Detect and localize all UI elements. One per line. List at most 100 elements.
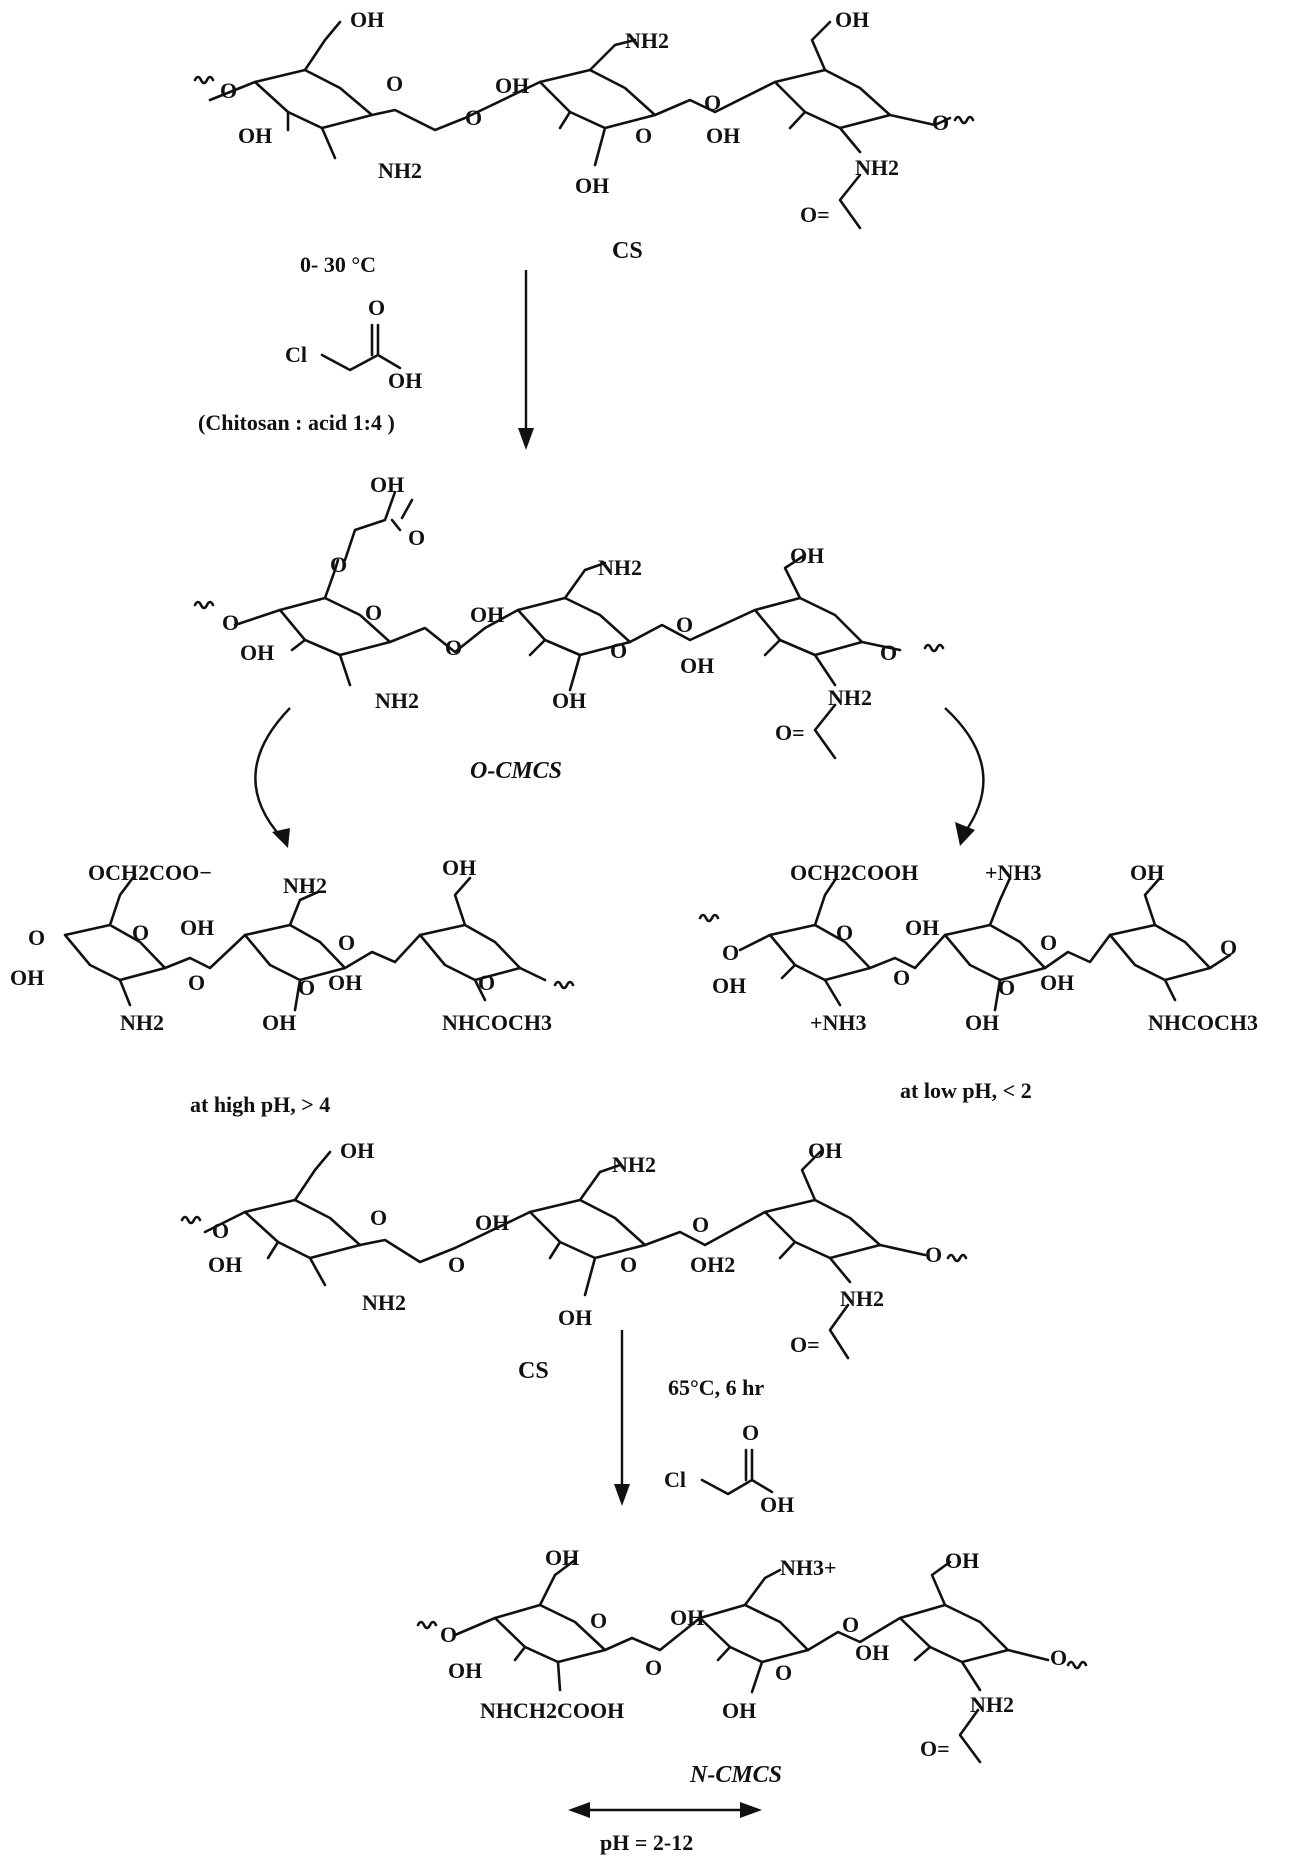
step1-conditions: 0- 30 °C Cl O OH (Chitosan : acid 1:4 ) <box>198 252 422 435</box>
atom-label: OH <box>475 1210 509 1235</box>
atom-label: O <box>676 612 693 637</box>
atom-label: O <box>1050 1645 1067 1670</box>
atom-label: OH <box>558 1305 592 1330</box>
atom-label: O <box>1040 930 1057 955</box>
ph-range-double-arrow <box>568 1802 762 1818</box>
atom-label: OH <box>706 123 740 148</box>
atom-label: NH2 <box>612 1152 656 1177</box>
atom-label: O <box>932 110 949 135</box>
atom-label: NH3+ <box>780 1555 837 1580</box>
atom-label: OH <box>808 1138 842 1163</box>
atom-label: O <box>408 525 425 550</box>
chloroacetic-acid-structure: Cl O OH <box>285 295 422 393</box>
atom-label: OH <box>760 1492 794 1517</box>
atom-label: O <box>893 965 910 990</box>
atom-label: O <box>212 1218 229 1243</box>
atom-label: NH2 <box>120 1010 164 1035</box>
atom-label: OH <box>370 472 404 497</box>
atom-label: O= <box>920 1736 950 1761</box>
atom-label: O <box>742 1420 759 1445</box>
cs-label-top: CS <box>612 238 643 264</box>
step1-ratio: (Chitosan : acid 1:4 ) <box>198 410 395 435</box>
atom-label: O <box>880 640 897 665</box>
curved-arrow-right <box>944 707 985 846</box>
atom-label: O <box>365 600 382 625</box>
atom-label: O <box>692 1212 709 1237</box>
atom-label: O <box>440 1622 457 1647</box>
n-cmcs-label: N-CMCS <box>689 1762 782 1788</box>
atom-label: O= <box>775 720 805 745</box>
atom-label: +NH3 <box>985 860 1042 885</box>
atom-label: NH2 <box>598 555 642 580</box>
atom-label: OH <box>340 1138 374 1163</box>
atom-label: Cl <box>664 1467 686 1492</box>
cs-label-middle: CS <box>518 1358 549 1384</box>
atom-label: O= <box>800 202 830 227</box>
atom-label: OH <box>722 1698 756 1723</box>
atom-label: OH <box>712 973 746 998</box>
atom-label: O <box>448 1252 465 1277</box>
atom-label: OH <box>238 123 272 148</box>
atom-label: OH <box>262 1010 296 1035</box>
atom-label: OH <box>180 915 214 940</box>
atom-label: O <box>722 940 739 965</box>
atom-label: OCH2COOH <box>790 860 918 885</box>
atom-label: O <box>298 975 315 1000</box>
curved-arrow-left <box>254 707 291 848</box>
atom-label: OH <box>680 653 714 678</box>
atom-label: O <box>590 1608 607 1633</box>
atom-label: NH2 <box>283 873 327 898</box>
atom-label: NH2 <box>970 1692 1014 1717</box>
step2-arrow <box>614 1330 630 1506</box>
atom-label: O <box>220 78 237 103</box>
atom-label: OCH2COO− <box>88 860 212 885</box>
atom-label: O <box>386 71 403 96</box>
atom-label: O <box>635 123 652 148</box>
cs-structure-top: O OH OH O NH2 O OH NH2 O OH O OH OH NH2 … <box>193 7 975 264</box>
low-ph-label: at low pH, < 2 <box>900 1078 1032 1103</box>
atom-label: OH <box>388 368 422 393</box>
atom-label: O <box>368 295 385 320</box>
atom-label: OH <box>945 1548 979 1573</box>
atom-label: O= <box>790 1332 820 1357</box>
atom-label: OH <box>448 1658 482 1683</box>
atom-label: OH <box>790 543 824 568</box>
atom-label: O <box>465 105 482 130</box>
atom-label: OH <box>350 7 384 32</box>
o-cmcs-structure: OH O O O OH O NH2 O OH NH2 O OH O OH OH … <box>193 472 945 784</box>
atom-label: OH <box>442 855 476 880</box>
atom-label: O <box>370 1205 387 1230</box>
o-cmcs-low-ph-structure: OCH2COOH O OH O +NH3 O OH +NH3 O OH O OH… <box>698 860 1258 1103</box>
atom-label: O <box>1220 935 1237 960</box>
atom-label: O <box>338 930 355 955</box>
o-cmcs-label: O-CMCS <box>470 758 562 784</box>
atom-label: OH <box>855 1640 889 1665</box>
step1-arrow <box>518 270 534 450</box>
step1-temp: 0- 30 °C <box>300 252 376 277</box>
atom-label: OH <box>240 640 274 665</box>
atom-label: NH2 <box>362 1290 406 1315</box>
atom-label: NH2 <box>375 688 419 713</box>
atom-label: O <box>330 552 347 577</box>
atom-label: OH <box>545 1545 579 1570</box>
atom-label: O <box>222 610 239 635</box>
atom-label: O <box>842 1612 859 1637</box>
atom-label: O <box>188 970 205 995</box>
atom-label: OH <box>10 965 44 990</box>
atom-label: Cl <box>285 342 307 367</box>
chloroacetic-acid-structure-2: Cl O OH <box>664 1420 794 1517</box>
ph-range-label: pH = 2-12 <box>600 1830 693 1855</box>
atom-label: OH <box>1040 970 1074 995</box>
atom-label: OH <box>575 173 609 198</box>
atom-label: O <box>836 920 853 945</box>
atom-label: OH <box>835 7 869 32</box>
atom-label: OH2 <box>690 1252 735 1277</box>
atom-label: O <box>775 1660 792 1685</box>
atom-label: O <box>704 90 721 115</box>
atom-label: O <box>445 635 462 660</box>
atom-label: OH <box>495 73 529 98</box>
atom-label: NH2 <box>378 158 422 183</box>
atom-label: O <box>132 920 149 945</box>
atom-label: O <box>925 1242 942 1267</box>
